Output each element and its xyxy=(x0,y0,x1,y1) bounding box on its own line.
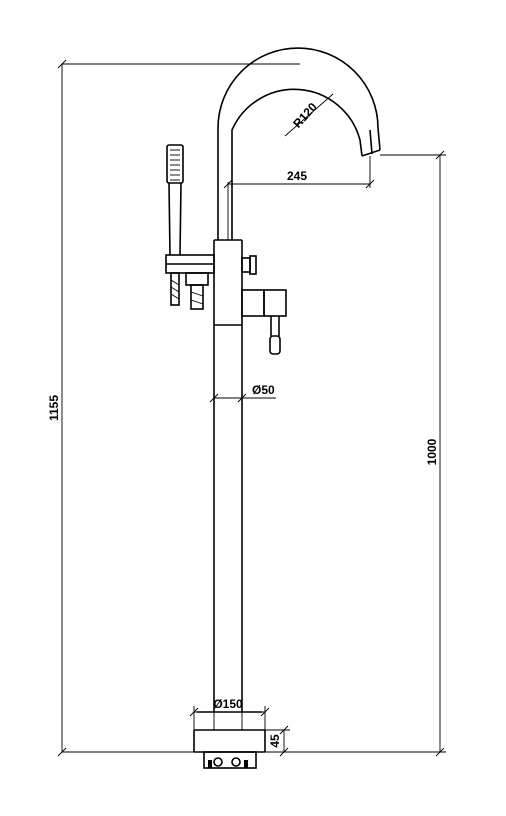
dim-45-label: 45 xyxy=(268,734,282,748)
dimension-spout-reach: 245 xyxy=(223,156,375,240)
mixer-lever xyxy=(241,289,287,355)
dim-pipe-diameter-label: Ø50 xyxy=(252,383,275,397)
faucet-column xyxy=(213,239,243,712)
diverter-knob xyxy=(241,255,257,275)
hose-connectors xyxy=(170,272,209,310)
dim-base-diameter-label: Ø150 xyxy=(213,697,243,711)
base-fixings xyxy=(203,751,257,769)
dimension-pipe-diameter: Ø50 xyxy=(209,383,276,403)
dimension-total-height: 1155 xyxy=(47,59,300,757)
shower-head-nozzles xyxy=(170,149,180,181)
dim-r120-label: R120 xyxy=(290,100,320,131)
dim-1155-label: 1155 xyxy=(47,395,61,421)
gooseneck-spout xyxy=(217,47,381,240)
floor-base xyxy=(193,711,266,769)
dim-245-label: 245 xyxy=(287,169,307,183)
dimension-base-height: 45 xyxy=(265,725,290,757)
dimension-spout-height: 1000 xyxy=(265,150,446,757)
dimension-base-diameter: Ø150 xyxy=(189,697,270,730)
hand-shower xyxy=(165,144,215,274)
dim-1000-label: 1000 xyxy=(425,438,439,465)
dimension-spout-radius: R120 xyxy=(284,93,334,137)
